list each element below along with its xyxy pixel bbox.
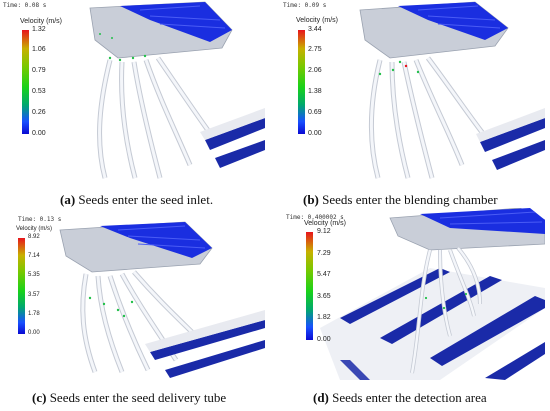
simulation-scene-c — [0, 212, 265, 380]
simulation-scene-d — [280, 208, 545, 382]
caption-d: (d) Seeds enter the detection area — [313, 390, 487, 406]
colorbar-tick: 7.29 — [317, 250, 331, 257]
caption-text: Seeds enter the seed inlet. — [75, 192, 214, 207]
time-label: Time: 0.13 s — [18, 216, 62, 223]
velocity-colorbar — [22, 30, 29, 134]
colorbar-tick: 1.82 — [317, 314, 331, 321]
panel-d: Time: 0.400002 s Velocity (m/s) 9.12 7.2… — [280, 208, 545, 382]
colorbar-tick: 3.57 — [28, 292, 40, 298]
caption-letter: (d) — [313, 390, 329, 405]
caption-text: Seeds enter the seed delivery tube — [46, 390, 227, 405]
colorbar-tick: 2.75 — [308, 46, 322, 53]
panel-c: Time: 0.13 s Velocity (m/s) 8.92 7.14 5.… — [0, 212, 265, 380]
colorbar-tick: 3.65 — [317, 293, 331, 300]
colorbar-tick: 0.79 — [32, 67, 46, 74]
colorbar-tick: 1.78 — [28, 311, 40, 317]
simulation-scene-b — [280, 0, 545, 180]
caption-text: Seeds enter the detection area — [328, 390, 487, 405]
colorbar-tick: 2.06 — [308, 67, 322, 74]
colorbar-tick: 5.47 — [317, 271, 331, 278]
simulation-scene-a — [0, 0, 265, 180]
colorbar-tick: 0.00 — [317, 336, 331, 343]
colorbar-title: Velocity (m/s) — [304, 220, 347, 227]
caption-letter: (c) — [32, 390, 47, 405]
colorbar-tick: 0.00 — [28, 330, 40, 336]
colorbar-tick: 1.06 — [32, 46, 46, 53]
time-label: Time: 0.09 s — [283, 2, 327, 9]
panel-b: Time: 0.09 s Velocity (m/s) 3.44 2.75 2.… — [280, 0, 545, 180]
colorbar-tick: 8.92 — [28, 234, 40, 240]
colorbar-tick: 5.35 — [28, 272, 40, 278]
colorbar-tick: 3.44 — [308, 26, 322, 33]
colorbar-tick: 9.12 — [317, 228, 331, 235]
colorbar-title: Velocity (m/s) — [16, 226, 53, 232]
time-label: Time: 0.400002 s — [286, 214, 344, 221]
caption-text: Seeds enter the blending chamber — [318, 192, 498, 207]
colorbar-title: Velocity (m/s) — [20, 18, 63, 25]
velocity-colorbar — [18, 238, 25, 334]
colorbar-tick: 0.00 — [32, 130, 46, 137]
colorbar-tick: 0.69 — [308, 109, 322, 116]
colorbar-tick: 7.14 — [28, 253, 40, 259]
caption-b: (b) Seeds enter the blending chamber — [303, 192, 498, 208]
caption-a: (a) Seeds enter the seed inlet. — [60, 192, 213, 208]
caption-letter: (a) — [60, 192, 76, 207]
caption-letter: (b) — [303, 192, 319, 207]
colorbar-tick: 0.53 — [32, 88, 46, 95]
colorbar-tick: 0.00 — [308, 130, 322, 137]
velocity-colorbar — [306, 232, 313, 340]
colorbar-tick: 0.26 — [32, 109, 46, 116]
caption-c: (c) Seeds enter the seed delivery tube — [32, 390, 226, 406]
colorbar-tick: 1.32 — [32, 26, 46, 33]
colorbar-tick: 1.38 — [308, 88, 322, 95]
panel-a: Time: 0.08 s Velocity (m/s) 1.32 1.06 0.… — [0, 0, 265, 180]
time-label: Time: 0.08 s — [3, 2, 47, 9]
velocity-colorbar — [298, 30, 305, 134]
colorbar-title: Velocity (m/s) — [296, 17, 339, 24]
